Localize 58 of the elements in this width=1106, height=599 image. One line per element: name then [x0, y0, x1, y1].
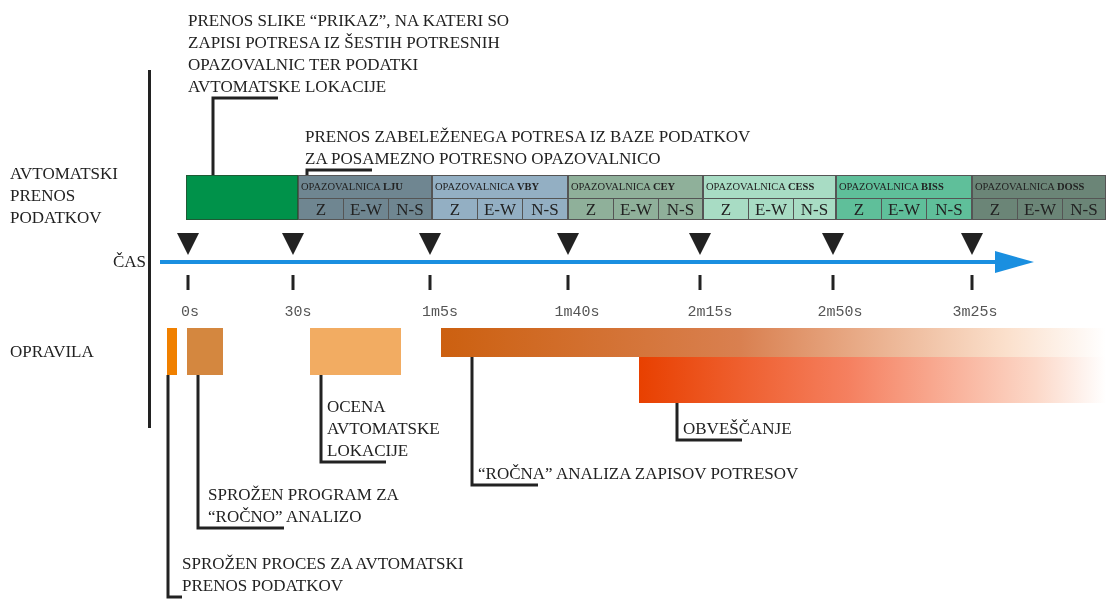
leader-line: [211, 96, 278, 175]
station-box: [432, 175, 568, 220]
channel-cell: N-S: [389, 199, 431, 220]
time-label: 3m25s: [952, 304, 998, 321]
channel-cell: E-W: [1018, 199, 1063, 220]
channel-cell: N-S: [794, 199, 835, 220]
channel-cell: Z: [433, 199, 478, 220]
channel-cell: Z: [299, 199, 344, 220]
time-label: 30s: [284, 304, 312, 321]
leader-line: [675, 403, 742, 442]
station-label: OPAZOVALNICA VBY: [433, 176, 567, 199]
station-label: OPAZOVALNICA CEY: [569, 176, 702, 199]
transfer-bar: [186, 175, 298, 220]
leader-line: [305, 168, 372, 175]
time-label: 1m5s: [422, 304, 458, 321]
annotation-text: PRENOS SLIKE “PRIKAZ”, NA KATERI SO ZAPISI POTRESA IZ ŠESTIH POTRESNIH OPAZOVALNIC TER PODATKI AVTOMATSKE LOKACIJE: [188, 10, 533, 98]
annotation-text: SPROŽEN PROCES ZA AVTOMATSKI PRENOS PODATKOV: [182, 553, 482, 597]
axis-label: ČAS: [113, 251, 148, 273]
axis-label: AVTOMATSKI PRENOS PODATKOV: [10, 163, 119, 229]
channel-cell: N-S: [523, 199, 567, 220]
channel-cell: E-W: [478, 199, 523, 220]
station-box: [972, 175, 1106, 220]
channel-cell: Z: [569, 199, 614, 220]
channel-cell: Z: [973, 199, 1018, 220]
channel-cell: E-W: [749, 199, 794, 220]
leader-line: [196, 375, 284, 530]
station-box: [703, 175, 836, 220]
channel-cell: N-S: [1063, 199, 1105, 220]
channel-cell: N-S: [659, 199, 702, 220]
task-bar: [187, 328, 223, 375]
leader-line: [166, 375, 182, 599]
time-label: 0s: [181, 304, 199, 321]
time-label: 2m50s: [817, 304, 863, 321]
leader-line: [470, 357, 538, 487]
axis-label: OPRAVILA: [10, 341, 95, 363]
channel-cell: E-W: [882, 199, 927, 220]
station-label: OPAZOVALNICA BISS: [837, 176, 971, 199]
channel-cell: E-W: [344, 199, 389, 220]
station-box: [836, 175, 972, 220]
channel-cell: E-W: [614, 199, 659, 220]
channel-cell: N-S: [927, 199, 971, 220]
time-label: 1m40s: [554, 304, 600, 321]
annotation-text: PRENOS ZABELEŽENEGA POTRESA IZ BAZE PODATKOV ZA POSAMEZNO POTRESNO OPAZOVALNICO: [305, 126, 775, 170]
annotation-text: OBVEŠČANJE: [683, 418, 813, 440]
channel-cell: Z: [704, 199, 749, 220]
station-box: [568, 175, 703, 220]
annotation-text: “ROČNA” ANALIZA ZAPISOV POTRESOV: [478, 463, 888, 485]
leader-line: [319, 375, 386, 464]
task-bar: [167, 328, 177, 375]
annotation-text: SPROŽEN PROGRAM ZA “ROČNO” ANALIZO: [208, 484, 408, 528]
channel-cell: Z: [837, 199, 882, 220]
station-label: OPAZOVALNICA CESS: [704, 176, 835, 199]
task-bar: [310, 328, 401, 375]
annotation-text: OCENA AVTOMATSKE LOKACIJE: [327, 396, 477, 462]
station-label: OPAZOVALNICA DOSS: [973, 176, 1105, 199]
station-box: [298, 175, 432, 220]
time-label: 2m15s: [687, 304, 733, 321]
station-label: OPAZOVALNICA LJU: [299, 176, 431, 199]
